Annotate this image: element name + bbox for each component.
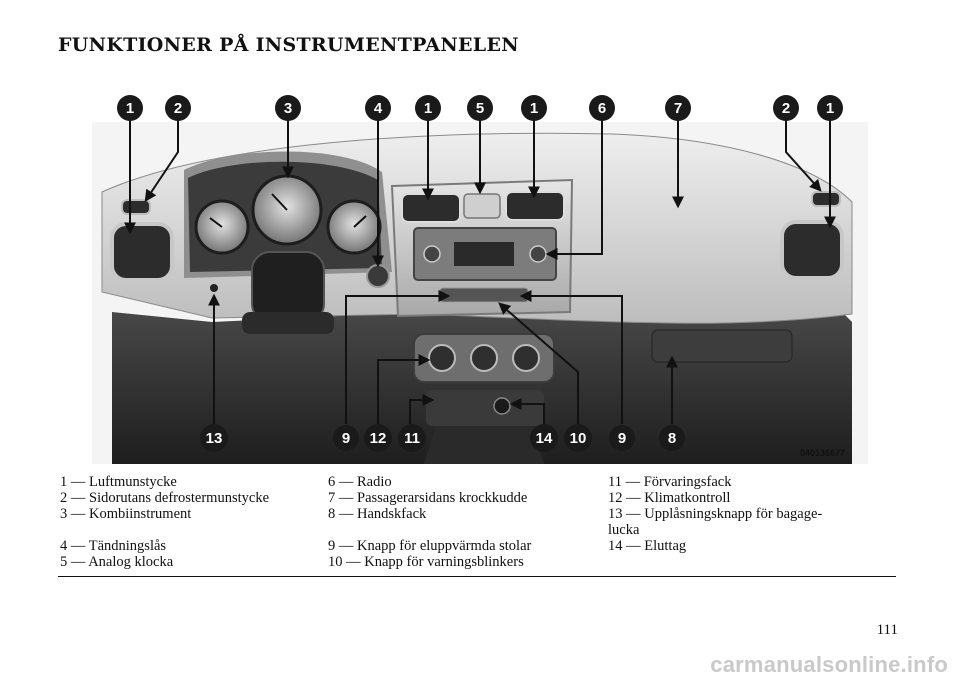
legend-spacer xyxy=(60,522,269,538)
legend-item: 7 — Passagerarsidans krockkudde xyxy=(328,490,528,506)
legend-item: 6 — Radio xyxy=(328,474,392,490)
legend-item: 12 — Klimatkontroll xyxy=(608,490,731,506)
callout-badge: 1 xyxy=(415,95,441,121)
bottom-callouts: 13 9 12 11 14 10 9 8 xyxy=(200,424,685,452)
legend-item: 9 — Knapp för eluppvärmda stolar xyxy=(328,538,532,554)
svg-text:1: 1 xyxy=(424,100,432,117)
callout-badge: 1 xyxy=(817,95,843,121)
svg-text:14: 14 xyxy=(536,430,553,447)
svg-text:2: 2 xyxy=(174,100,182,117)
svg-text:1: 1 xyxy=(826,100,834,117)
legend-column: 1 — Luftmunstycke 2 — Sidorutans defrost… xyxy=(60,474,269,570)
legend-column: 6 — Radio 7 — Passagerarsidans krockkudd… xyxy=(328,474,531,570)
callout-leaders-bottom xyxy=(208,290,678,424)
callout-badge: 6 xyxy=(589,95,615,121)
callout-badge: 11 xyxy=(398,424,426,452)
svg-text:2: 2 xyxy=(782,100,790,117)
callout-badge: 12 xyxy=(364,424,392,452)
watermark: carmanualsonline.info xyxy=(710,652,948,677)
callout-badge: 10 xyxy=(564,424,592,452)
legend-item: 14 — Eluttag xyxy=(608,538,687,554)
svg-text:3: 3 xyxy=(284,100,292,117)
svg-text:9: 9 xyxy=(342,430,350,447)
legend-spacer xyxy=(328,522,531,538)
legend-item: 13 — Upplåsningsknapp för bagage- xyxy=(608,506,823,522)
svg-text:12: 12 xyxy=(370,430,387,447)
legend-item: 11 — Förvaringsfack xyxy=(608,474,732,490)
image-code: 040136677 xyxy=(800,448,845,458)
divider-rule xyxy=(58,576,896,577)
svg-text:9: 9 xyxy=(618,430,626,447)
callout-badge: 8 xyxy=(659,425,685,451)
legend-item: 2 — Sidorutans defrostermunstycke xyxy=(60,490,270,506)
callout-badge: 9 xyxy=(333,425,359,451)
svg-text:10: 10 xyxy=(570,430,587,447)
callout-badge: 1 xyxy=(521,95,547,121)
callout-badge: 9 xyxy=(609,425,635,451)
svg-text:8: 8 xyxy=(668,430,676,447)
callout-badge: 13 xyxy=(200,424,228,452)
callout-badge: 5 xyxy=(467,95,493,121)
callout-badge: 2 xyxy=(773,95,799,121)
svg-text:1: 1 xyxy=(126,100,134,117)
page-title: FUNKTIONER PÅ INSTRUMENTPANELEN xyxy=(58,34,519,56)
svg-text:5: 5 xyxy=(476,100,484,117)
svg-text:1: 1 xyxy=(530,100,538,117)
page-number: 111 xyxy=(876,622,898,638)
legend-column: 11 — Förvaringsfack 12 — Klimatkontroll … xyxy=(608,474,822,554)
legend-item: lucka xyxy=(608,522,640,538)
top-callouts: 1 2 3 4 1 5 1 6 7 2 1 xyxy=(117,95,843,121)
legend-item: 8 — Handskfack xyxy=(328,506,427,522)
callout-leaders xyxy=(124,120,836,268)
legend-item: 5 — Analog klocka xyxy=(60,554,174,570)
callout-badge: 3 xyxy=(275,95,301,121)
svg-text:7: 7 xyxy=(674,100,682,117)
callout-badge: 1 xyxy=(117,95,143,121)
svg-text:13: 13 xyxy=(206,430,223,447)
dashboard-illustration: 1 2 3 4 1 5 1 6 7 2 1 13 9 12 11 14 10 9… xyxy=(92,95,868,464)
legend-item: 4 — Tändningslås xyxy=(60,538,167,554)
svg-text:4: 4 xyxy=(374,100,383,117)
callout-badge: 7 xyxy=(665,95,691,121)
callout-badge: 14 xyxy=(530,424,558,452)
callout-badge: 4 xyxy=(365,95,391,121)
svg-text:11: 11 xyxy=(404,430,420,447)
svg-text:6: 6 xyxy=(598,100,606,117)
legend-item: 10 — Knapp för varningsblinkers xyxy=(328,554,524,570)
legend-item: 3 — Kombiinstrument xyxy=(60,506,192,522)
legend-item: 1 — Luftmunstycke xyxy=(60,474,177,490)
callout-badge: 2 xyxy=(165,95,191,121)
